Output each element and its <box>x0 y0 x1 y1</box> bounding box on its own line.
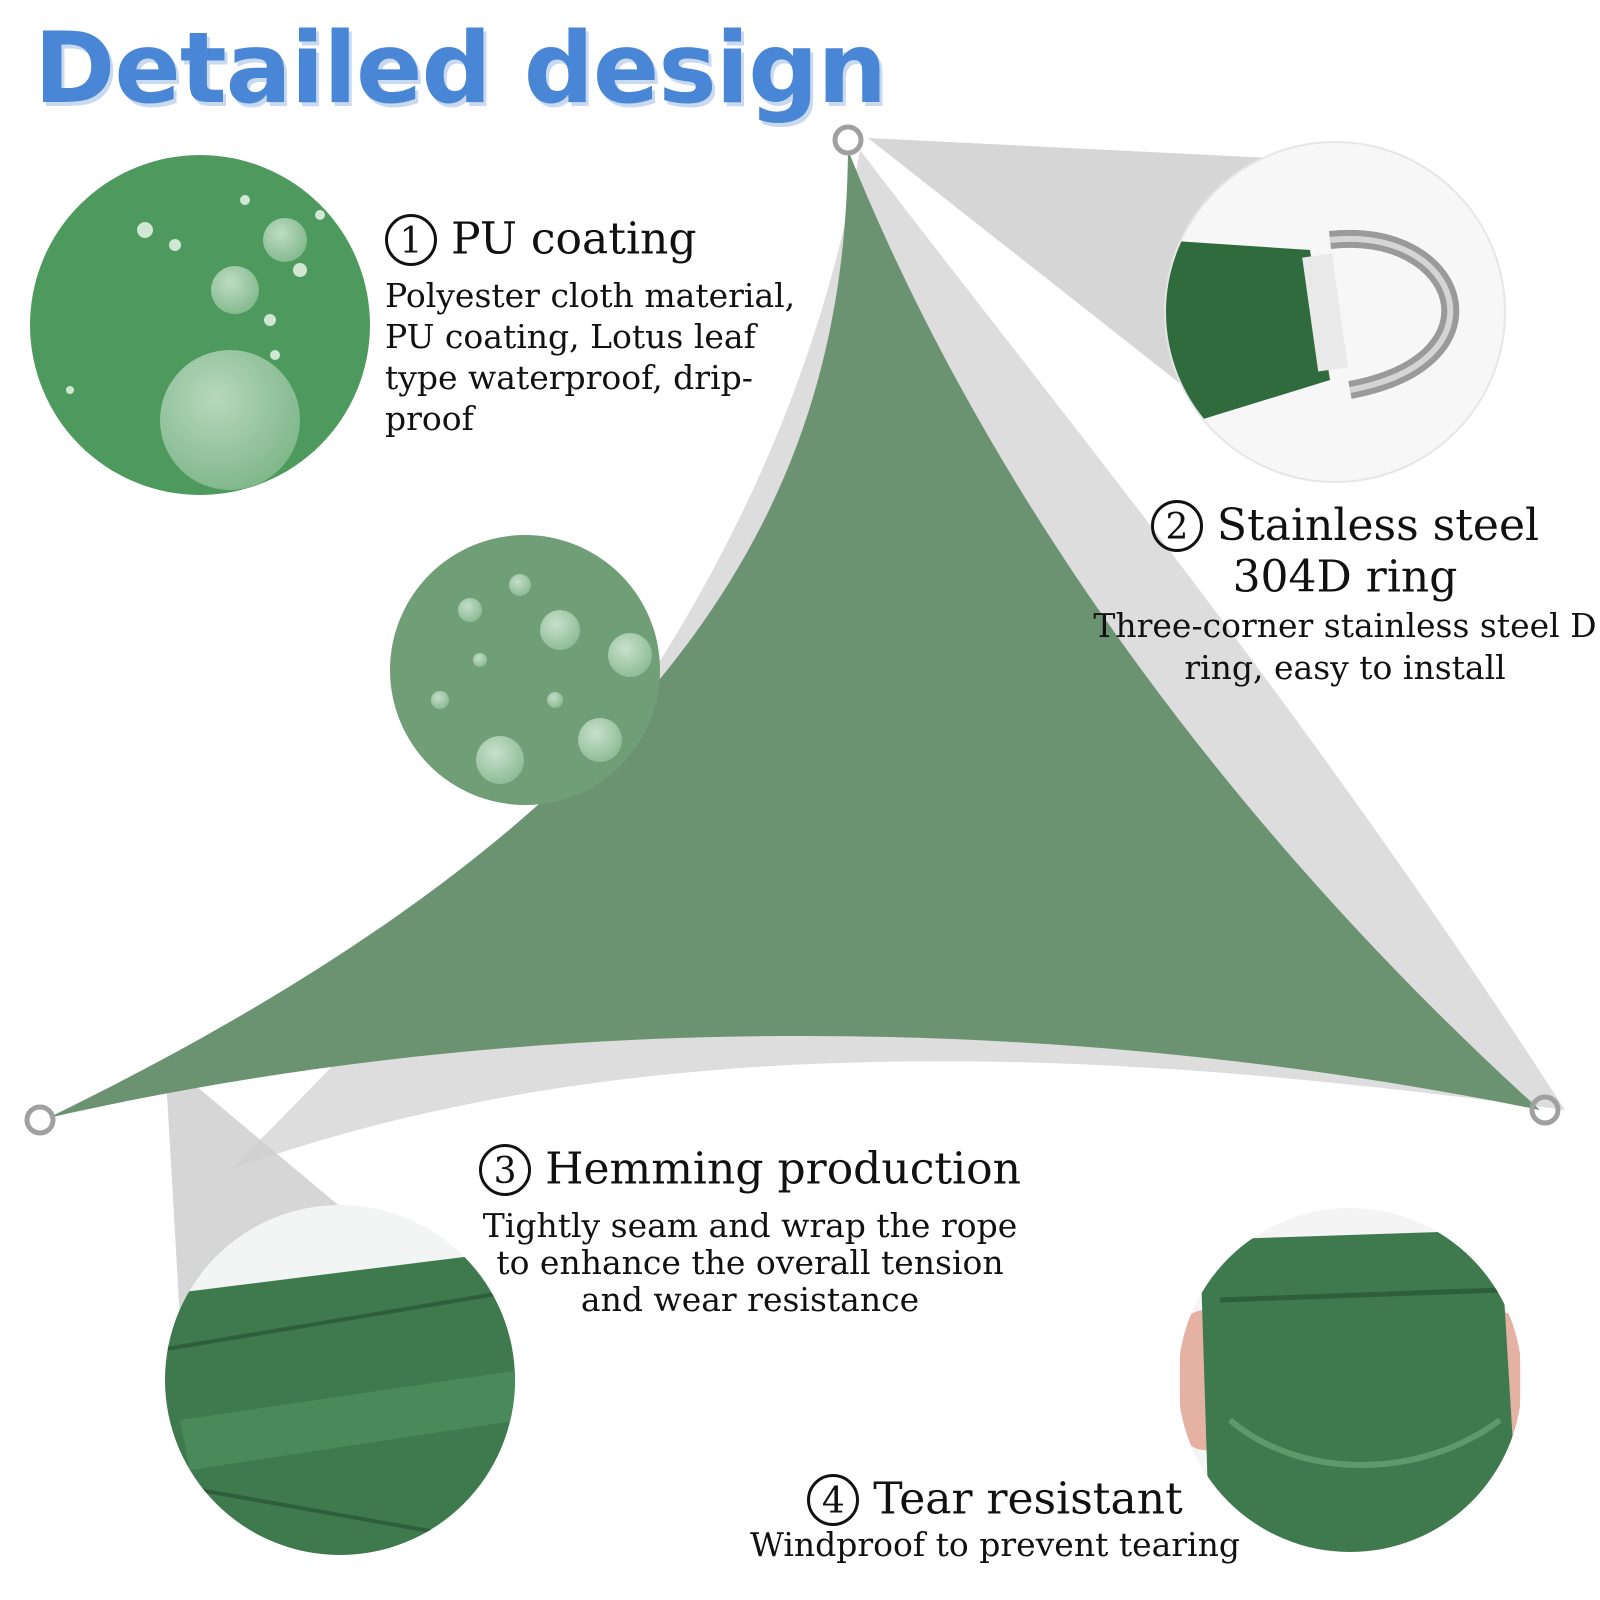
d-ring-closeup <box>1165 142 1505 482</box>
feature-heading: PU coating <box>451 213 697 265</box>
feature-number-badge: 3 <box>479 1143 532 1196</box>
mid-droplet-closeup <box>390 535 660 805</box>
feature-description: Windproof to prevent tearing <box>749 1524 1240 1564</box>
feature-number-badge: 4 <box>807 1473 860 1526</box>
hem-closeup <box>165 1205 515 1555</box>
tear-resistant-closeup <box>1178 1208 1522 1552</box>
feature-description: Polyester cloth material, PU coating, Lo… <box>385 275 796 438</box>
page-title: Detailed design <box>34 12 887 126</box>
feature-description: Three-corner stainless steel D ring, eas… <box>1093 605 1597 687</box>
feature-heading: Stainless steel 304D ring <box>1216 500 1540 603</box>
feature-heading: Hemming production <box>545 1143 1021 1195</box>
feature-number-badge: 2 <box>1150 500 1203 552</box>
pu-coating-closeup <box>30 155 370 495</box>
feature-description: Tightly seam and wrap the rope to enhanc… <box>482 1205 1018 1319</box>
ring-top-icon <box>832 124 864 156</box>
ring-right-icon <box>1529 1094 1561 1126</box>
ring-left-icon <box>24 1104 56 1136</box>
shade-sail <box>48 150 1540 1118</box>
feature-number-badge: 1 <box>385 213 437 266</box>
feature-pu-coating: 1 PU coating Polyester cloth material, PU… <box>385 210 815 439</box>
feature-heading: Tear resistant <box>873 1473 1183 1525</box>
